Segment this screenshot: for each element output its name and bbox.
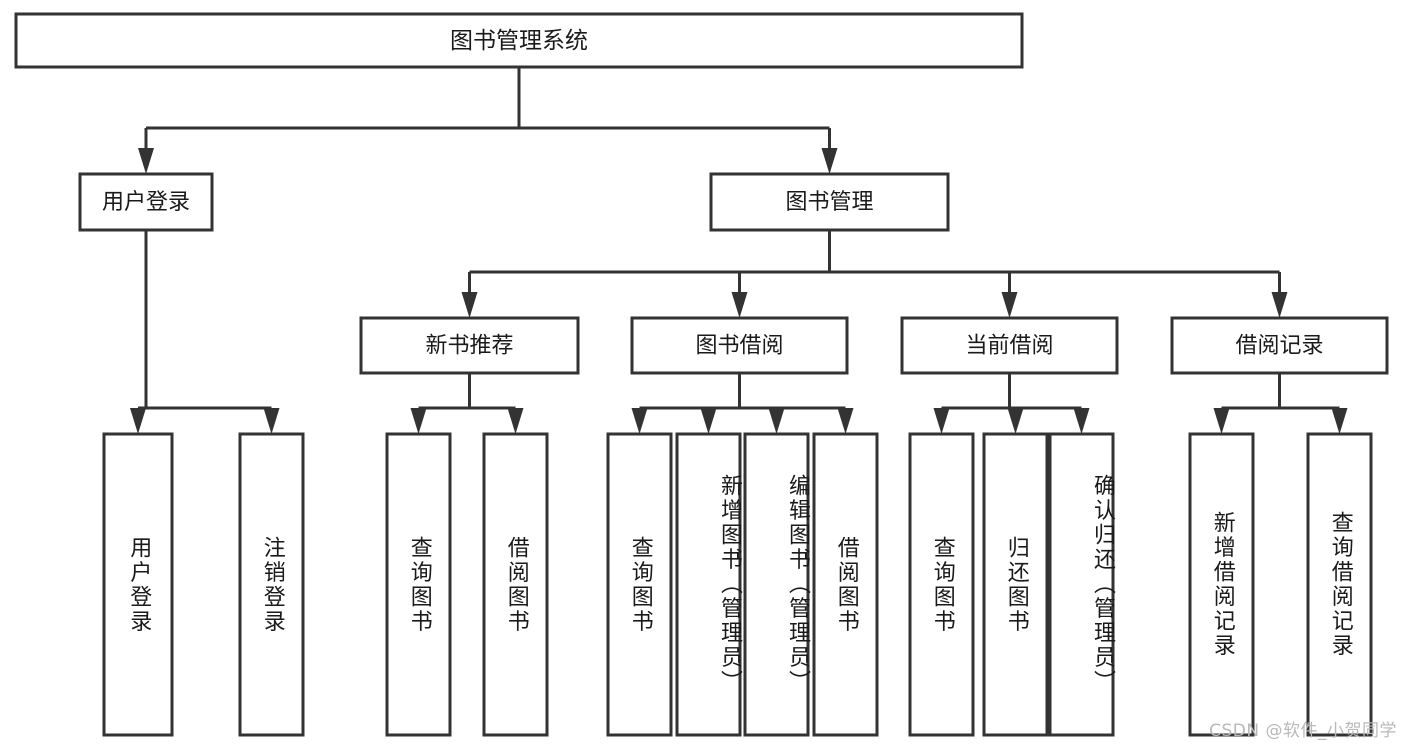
level2-node-label-3: 借阅记录	[1235, 334, 1323, 359]
leaf-node-box-4[interactable]	[606, 432, 673, 737]
level2-node-label-1: 图书借阅	[695, 334, 783, 359]
level2-connector-0-arrowhead	[461, 292, 478, 318]
level2-node-box-0[interactable]	[359, 316, 580, 375]
leaf-node-box-2[interactable]	[385, 432, 452, 737]
level2-node-label-0: 新书推荐	[425, 334, 513, 359]
leaf-node-box-3[interactable]	[482, 432, 549, 737]
level2-node-box-3[interactable]	[1170, 316, 1389, 375]
leaf-connector-9-arrowhead	[1007, 408, 1024, 434]
level1-connector-1-arrowhead	[821, 148, 838, 174]
leaf-node-box-11[interactable]	[1188, 432, 1255, 737]
leaf-node-box-9[interactable]	[982, 432, 1049, 737]
connectors-layer	[130, 67, 1348, 434]
leaf-node-box-7[interactable]	[812, 432, 879, 737]
leaf-connector-12-arrowhead	[1331, 408, 1348, 434]
leaf-node-box-6[interactable]	[743, 432, 810, 737]
leaf-connector-3-arrowhead	[507, 408, 524, 434]
level1-node-label-0: 用户登录	[102, 190, 190, 215]
root-node-box[interactable]	[14, 12, 1024, 69]
leaf-connector-11-arrowhead	[1213, 408, 1230, 434]
leaf-connector-2-arrowhead	[410, 408, 427, 434]
csdn-watermark: CSDN @软件_小贺同学	[1209, 721, 1397, 741]
leaf-connector-7-arrowhead	[837, 408, 854, 434]
leaf-connector-10-arrowhead	[1073, 408, 1090, 434]
leaf-connector-0-arrowhead	[130, 408, 146, 434]
root-node-label: 图书管理系统	[450, 28, 588, 54]
leaf-connector-8-arrowhead	[933, 408, 950, 434]
level1-connector-0-arrowhead	[138, 148, 154, 174]
leaf-node-box-5[interactable]	[675, 432, 742, 737]
level1-node-box-1[interactable]	[709, 172, 950, 232]
leaf-connector-4-arrowhead	[631, 408, 648, 434]
leaf-node-box-12[interactable]	[1306, 432, 1373, 737]
level2-connector-1-arrowhead	[731, 292, 748, 318]
level2-connector-3-arrowhead	[1271, 292, 1288, 318]
boxes-layer	[14, 12, 1389, 737]
leaf-connector-5-arrowhead	[700, 408, 717, 434]
leaf-node-box-10[interactable]	[1048, 432, 1115, 737]
level1-node-box-0[interactable]	[78, 172, 214, 232]
level2-node-box-2[interactable]	[900, 316, 1119, 375]
leaf-node-box-8[interactable]	[908, 432, 975, 737]
level2-connector-2-arrowhead	[1001, 292, 1018, 318]
leaf-connector-6-arrowhead	[768, 408, 785, 434]
leaf-node-box-0[interactable]	[102, 432, 174, 737]
level2-node-box-1[interactable]	[630, 316, 849, 375]
leaf-connector-1-arrowhead	[263, 408, 280, 434]
level1-node-label-1: 图书管理	[785, 190, 873, 215]
leaf-node-box-1[interactable]	[238, 432, 305, 737]
level2-node-label-2: 当前借阅	[965, 334, 1053, 359]
